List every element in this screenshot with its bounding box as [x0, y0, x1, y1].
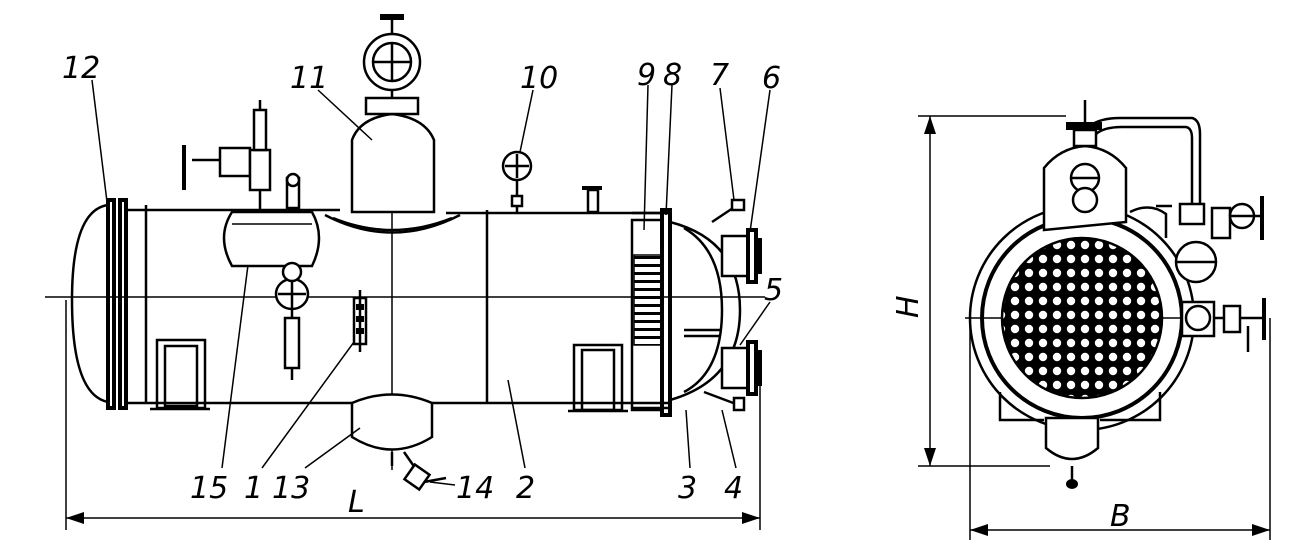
- drain-4: [703, 390, 746, 412]
- drain-valve-14: [402, 451, 447, 492]
- connecting-pipe: [1089, 116, 1202, 206]
- end-view: [965, 100, 1266, 489]
- leader-lines: [91, 79, 771, 486]
- water-box-cover: [669, 220, 742, 402]
- label-6: 6: [762, 61, 781, 96]
- label-3: 3: [678, 471, 697, 506]
- small-valve-top: [285, 172, 301, 210]
- label-13: 13: [272, 471, 310, 506]
- dimension-label-H: H: [891, 295, 926, 318]
- label-2: 2: [516, 471, 535, 506]
- pressure-gauge-10: [501, 150, 533, 213]
- sump-13: [350, 393, 434, 466]
- nozzle-5: [720, 340, 762, 396]
- level-gauge: [274, 261, 310, 380]
- left-head: [70, 203, 109, 404]
- label-9: 9: [637, 58, 656, 93]
- flange-left-a: [106, 198, 116, 410]
- tube-sheet-9: [633, 254, 663, 346]
- top-nozzle: [582, 186, 602, 214]
- dimension-H: [918, 115, 1066, 467]
- label-7: 7: [710, 58, 729, 93]
- label-8: 8: [663, 58, 682, 93]
- end-view-support-left: [998, 392, 1044, 422]
- label-5: 5: [764, 273, 783, 308]
- safety-valve: [182, 100, 272, 212]
- dimension-B: [969, 318, 1271, 540]
- label-11: 11: [290, 61, 328, 96]
- support-right: [568, 343, 628, 413]
- dimension-label-B: B: [1110, 499, 1131, 534]
- end-view-sump: [1044, 416, 1100, 461]
- flange-left-b: [118, 198, 128, 410]
- vent-7: [711, 198, 746, 224]
- end-view-fittings: [1129, 196, 1266, 352]
- thermometer-1: [352, 290, 368, 352]
- dimension-L: [65, 300, 761, 530]
- label-12: 12: [62, 51, 100, 86]
- end-view-support-right: [1100, 392, 1162, 422]
- gas-dome-11: [324, 14, 461, 234]
- label-1: 1: [244, 471, 263, 506]
- dimension-label-L: L: [348, 485, 365, 520]
- water-box-inner: [683, 226, 724, 394]
- tube-sheet-end: [1000, 236, 1164, 400]
- callout-labels: 12 11 10 9 8 7 6 5 15 1 13 14 2 3 4 L B …: [62, 51, 1131, 534]
- label-10: 10: [520, 61, 558, 96]
- side-view: [45, 14, 765, 492]
- label-14: 14: [456, 471, 494, 506]
- flange-8: [660, 208, 672, 417]
- nozzle-6: [720, 228, 762, 284]
- label-4: 4: [724, 471, 743, 506]
- label-15: 15: [190, 471, 228, 506]
- separator-15: [222, 210, 321, 268]
- support-left: [150, 338, 210, 411]
